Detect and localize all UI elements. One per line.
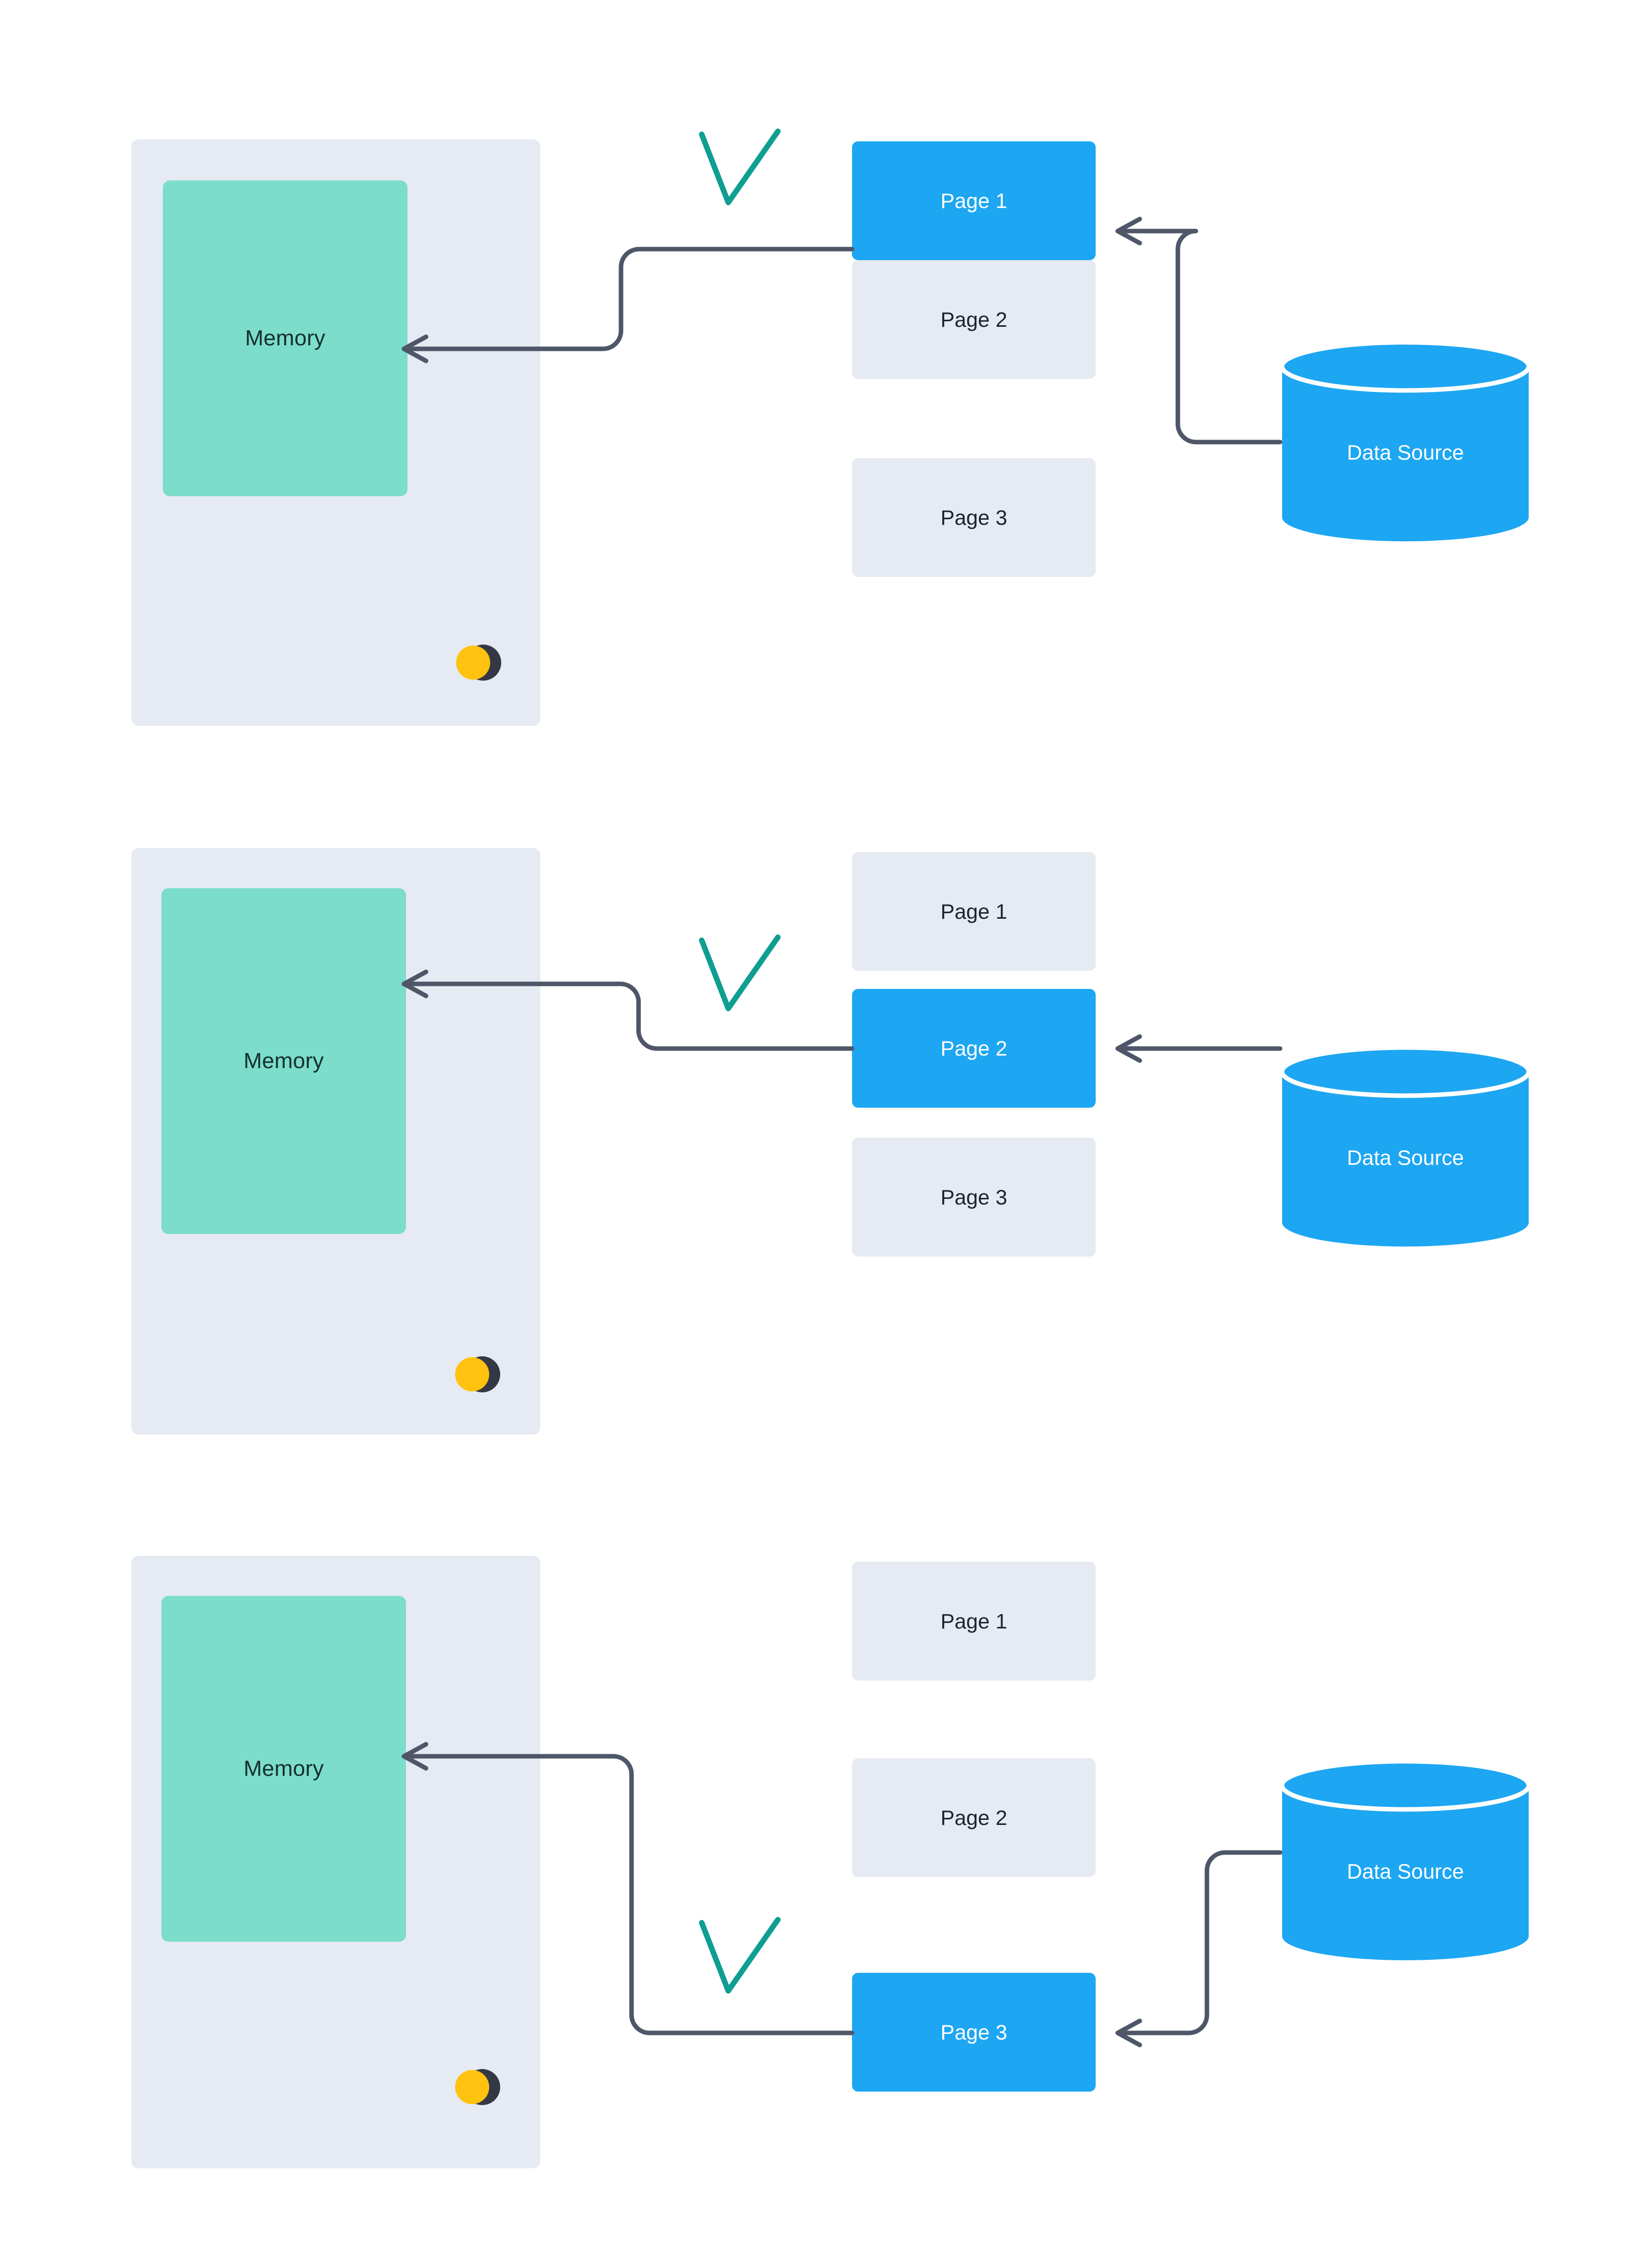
page-box-step2-page1[interactable]: Page 1: [852, 852, 1096, 971]
database-cylinder-icon: [1280, 340, 1531, 541]
page-label: Page 3: [940, 505, 1007, 529]
datasource-step-3[interactable]: Data Source: [1280, 1759, 1531, 1960]
page-label: Page 2: [940, 307, 1007, 331]
database-cylinder-icon: [1280, 1759, 1531, 1960]
memory-label: Memory: [245, 326, 326, 350]
page-box-step3-page1[interactable]: Page 1: [852, 1562, 1096, 1681]
datasource-step-1[interactable]: Data Source: [1280, 340, 1531, 541]
page-box-step3-page2[interactable]: Page 2: [852, 1758, 1096, 1877]
arrow-head-page3-step3: [1115, 2018, 1142, 2047]
memory-label: Memory: [243, 1049, 324, 1073]
brand-logo-icon: [455, 2060, 500, 2114]
page-label: Page 3: [940, 1185, 1007, 1209]
memory-box-step-1: Memory: [163, 180, 407, 496]
datasource-step-2[interactable]: Data Source: [1280, 1045, 1531, 1247]
page-box-step1-page1[interactable]: Page 1: [852, 141, 1096, 260]
page-label: Page 1: [940, 899, 1007, 923]
checkmark-icon-step1: [699, 128, 781, 205]
checkmark-icon-step2: [699, 934, 781, 1011]
page-label: Page 2: [940, 1805, 1007, 1829]
brand-logo-icon: [455, 1347, 500, 1401]
page-label: Page 2: [940, 1036, 1007, 1060]
page-box-step2-page2[interactable]: Page 2: [852, 989, 1096, 1108]
arrow-head-page2-step2: [1115, 1034, 1142, 1063]
checkmark-icon-step3: [699, 1917, 781, 1994]
arrow-head-page1-step1: [1115, 217, 1142, 246]
wire-datasource-to-page3-step3: [1115, 1850, 1283, 2035]
memory-box-step-3: Memory: [161, 1596, 406, 1942]
page-box-step3-page3[interactable]: Page 3: [852, 1973, 1096, 2092]
memory-box-step-2: Memory: [161, 888, 406, 1234]
page-box-step1-page2[interactable]: Page 2: [852, 260, 1096, 379]
page-label: Page 1: [940, 1609, 1007, 1633]
page-label: Page 3: [940, 2020, 1007, 2044]
page-label: Page 1: [940, 188, 1007, 213]
page-box-step2-page3[interactable]: Page 3: [852, 1138, 1096, 1257]
database-cylinder-icon: [1280, 1045, 1531, 1247]
page-box-step1-page3[interactable]: Page 3: [852, 458, 1096, 577]
memory-label: Memory: [243, 1756, 324, 1781]
wire-datasource-to-page1-step1: [1115, 229, 1283, 445]
brand-logo-icon: [456, 636, 501, 690]
